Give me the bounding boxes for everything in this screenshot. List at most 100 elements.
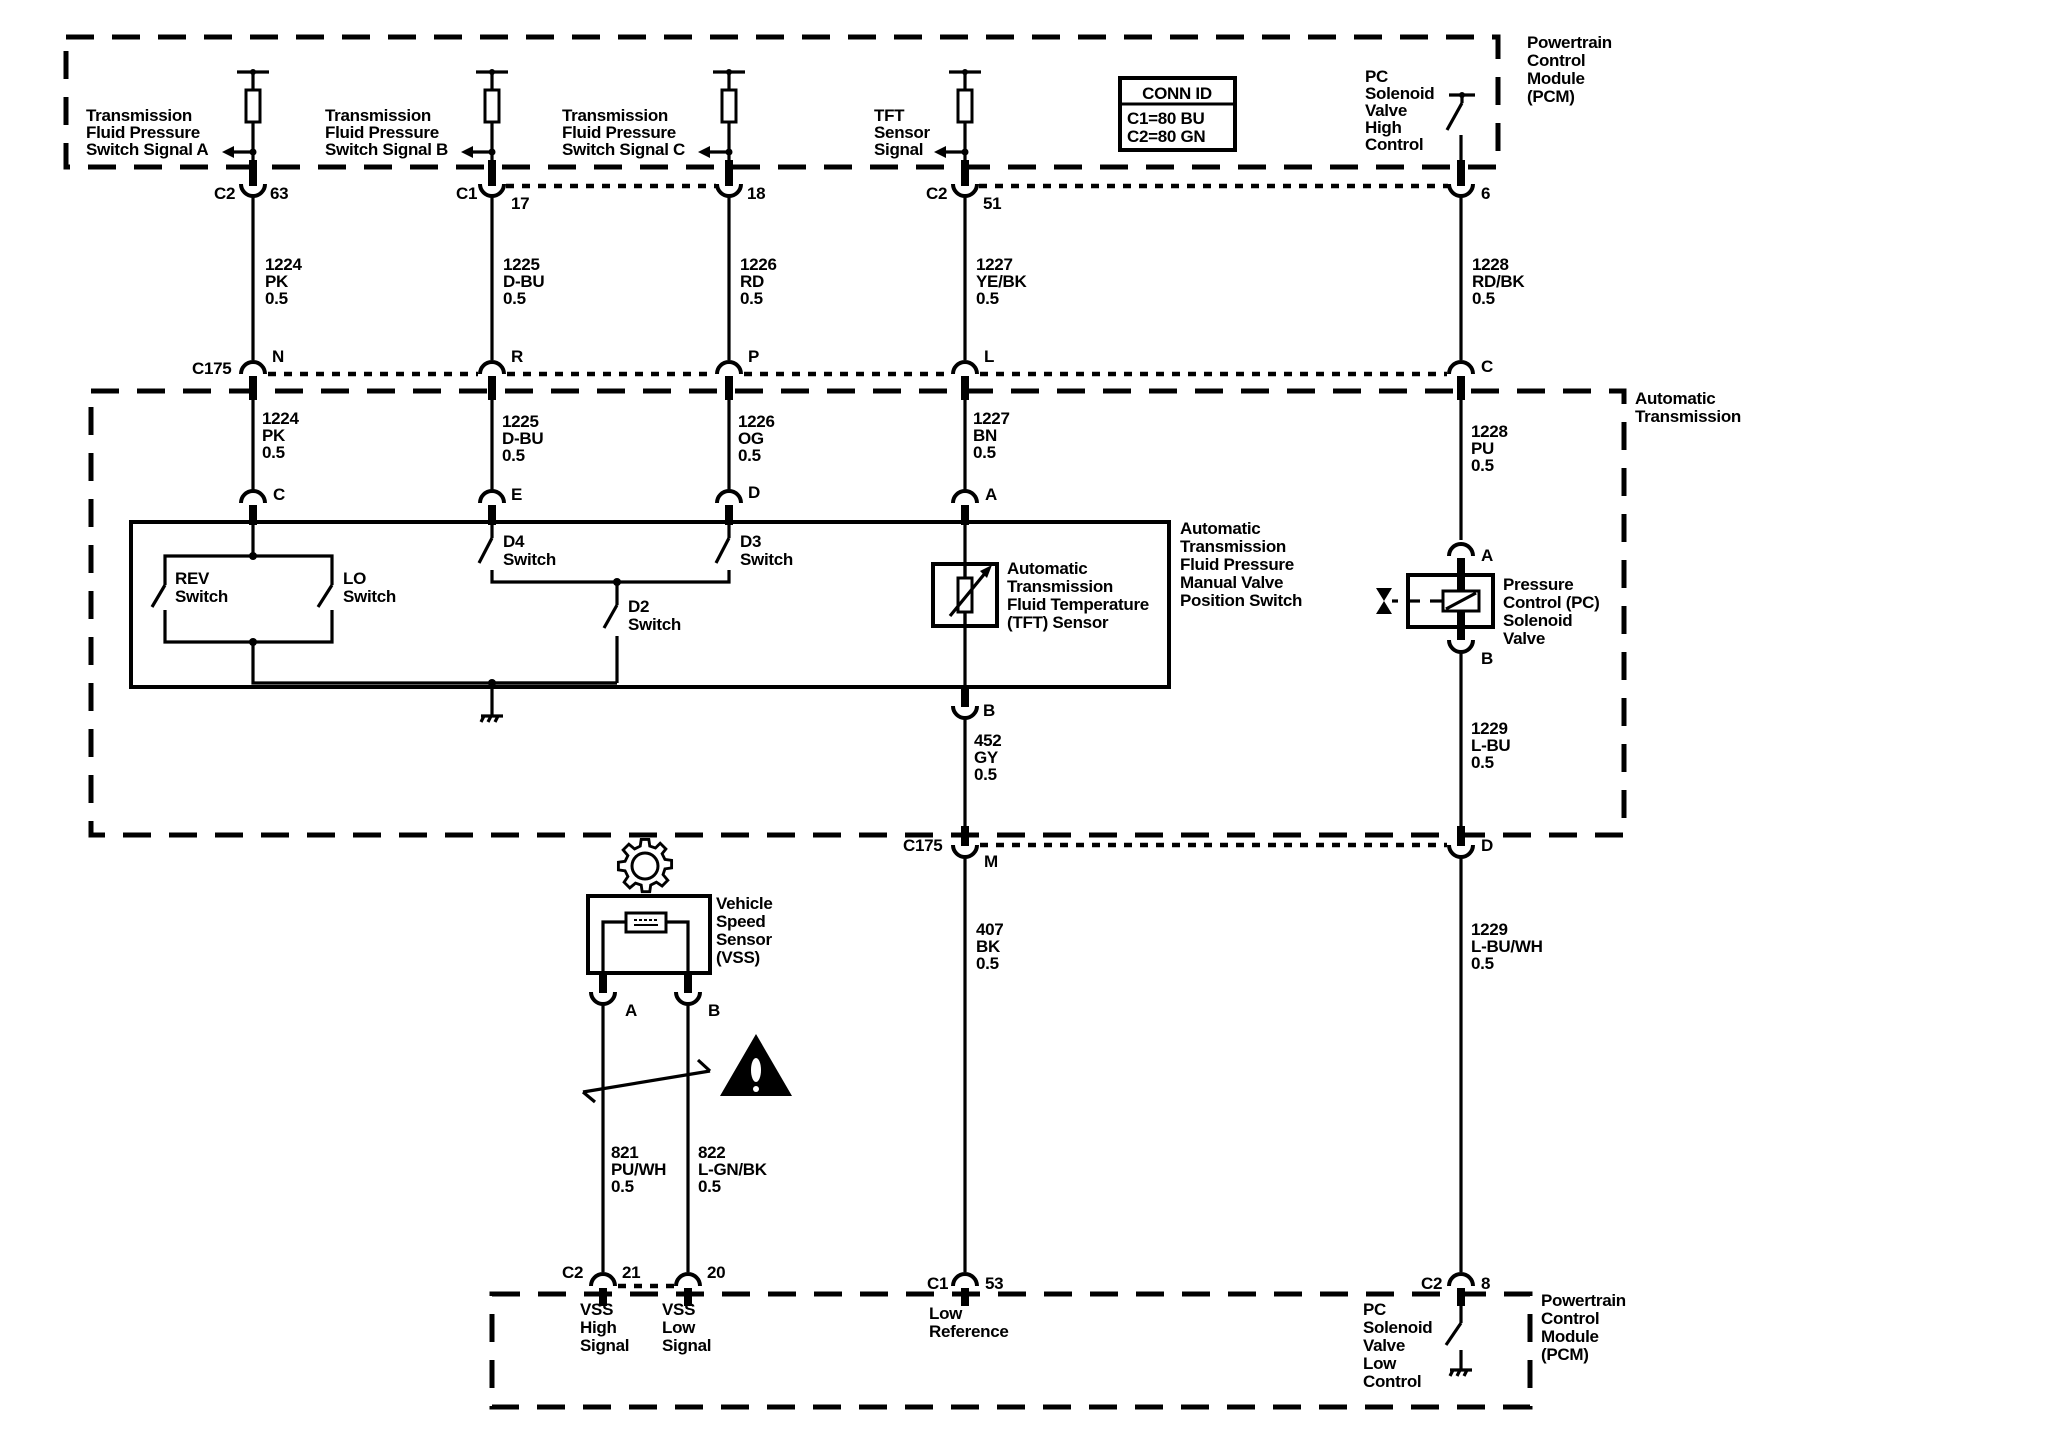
thermistor-icon <box>948 564 992 626</box>
manual-valve-label: Automatic Transmission Fluid Pressure Ma… <box>1180 519 1302 610</box>
pin-conn-pclow: C2 <box>1421 1274 1442 1293</box>
conn-id-line-1: C1=80 BU <box>1127 109 1204 128</box>
pin-w1: 63 <box>270 184 288 203</box>
pin-conn-vss-a: C2 <box>562 1263 583 1282</box>
pin-pclow-8: 8 <box>1481 1274 1490 1293</box>
pcm-bottom-label: Powertrain Control Module (PCM) <box>1541 1291 1630 1364</box>
pin-tft-a: A <box>985 485 997 504</box>
conn-id-title: CONN ID <box>1142 84 1212 103</box>
ground-icon <box>1448 1350 1472 1377</box>
signal-a-label: Transmission Fluid Pressure Switch Signa… <box>86 106 208 159</box>
pull-up-resistor-icon <box>222 69 269 166</box>
pin-pc-b: B <box>1481 649 1493 668</box>
pcm-bottom-module: Powertrain Control Module (PCM) <box>489 1291 1630 1410</box>
pin-vss-a-21: 21 <box>622 1263 640 1282</box>
pin-w2: 17 <box>511 194 529 213</box>
c175-upper-connector <box>239 360 1475 400</box>
pull-up-resistor-icon <box>461 69 508 166</box>
pcm-top-label: Powertrain Control Module (PCM) <box>1527 33 1616 106</box>
pin-switch-e: E <box>511 485 522 504</box>
conn-id-line-2: C2=80 GN <box>1127 127 1205 146</box>
tft-sensor-label: Automatic Transmission Fluid Temperature… <box>1007 559 1153 632</box>
c175-pin-r: R <box>511 347 523 366</box>
signal-c-label: Transmission Fluid Pressure Switch Signa… <box>562 106 685 159</box>
pin-switch-d: D <box>748 483 760 502</box>
twisted-pair-icon <box>581 1058 712 1104</box>
tft-sensor <box>931 525 999 700</box>
c175-pin-p: P <box>748 347 759 366</box>
pin-switch-c: C <box>273 485 285 504</box>
pc-high-control-switch <box>1445 92 1475 166</box>
pin-w4: 51 <box>983 194 1001 213</box>
vss-high-signal-label: VSS High Signal <box>580 1300 629 1355</box>
pcm-top-module: Powertrain Control Module (PCM) <box>63 33 1616 170</box>
pc-high-control-label: PC Solenoid Valve High Control <box>1365 67 1439 154</box>
conn-id-box: CONN ID C1=80 BU C2=80 GN <box>1118 76 1237 152</box>
trans-wires <box>251 398 1463 540</box>
pin-conn-lowref: C1 <box>927 1274 948 1293</box>
pin-vss-b-20: 20 <box>707 1263 725 1282</box>
automatic-transmission-module: Automatic Transmission <box>88 388 1741 838</box>
vss-label: Vehicle Speed Sensor (VSS) <box>716 894 777 967</box>
signal-b-label: Transmission Fluid Pressure Switch Signa… <box>325 106 448 159</box>
c175-label-lower: C175 <box>903 836 942 855</box>
pin-conn-w2: C1 <box>456 184 477 203</box>
c175-pin-m: M <box>984 852 998 871</box>
solenoid-icon <box>1408 575 1481 627</box>
vss-low-signal-label: VSS Low Signal <box>662 1300 711 1355</box>
pin-w5: 6 <box>1481 184 1490 203</box>
pin-lowref-53: 53 <box>985 1274 1003 1293</box>
upper-wires <box>251 196 1463 360</box>
pin-vss-a: A <box>625 1001 637 1020</box>
pin-pc-a: A <box>1481 546 1493 565</box>
pin-conn-w4: C2 <box>926 184 947 203</box>
manual-valve-position-switch: Automatic Transmission Fluid Pressure Ma… <box>129 519 1302 689</box>
tft-signal-label: TFT Sensor Signal <box>874 106 934 159</box>
warning-icon <box>720 1034 792 1096</box>
c175-pin-c: C <box>1481 357 1493 376</box>
pin-tft-b: B <box>983 701 995 720</box>
pin-conn-w1: C2 <box>214 184 235 203</box>
low-reference-label: Low Reference <box>929 1304 1009 1341</box>
pull-up-resistor-icon <box>698 69 745 166</box>
ground-icon <box>479 683 503 723</box>
manual-valve-connectors <box>239 489 979 525</box>
gear-icon <box>616 838 674 894</box>
pc-solenoid-label: Pressure Control (PC) Solenoid Valve <box>1503 575 1604 648</box>
c175-pin-l: L <box>984 347 994 366</box>
pc-solenoid-valve <box>1376 542 1495 654</box>
vehicle-speed-sensor <box>586 838 712 1006</box>
auto-trans-label: Automatic Transmission <box>1635 389 1741 426</box>
pc-low-control-switch <box>1444 1306 1472 1377</box>
c175-pin-n: N <box>272 347 284 366</box>
pc-low-control-label: PC Solenoid Valve Low Control <box>1363 1300 1437 1391</box>
pcm-top-connectors <box>239 160 1475 198</box>
pull-up-resistors <box>222 69 981 166</box>
valve-icon <box>1376 588 1398 614</box>
pull-up-resistor-icon <box>934 69 981 166</box>
c175-pin-d: D <box>1481 836 1493 855</box>
c175-lower-connector <box>951 826 1475 859</box>
c175-label-upper: C175 <box>192 359 231 378</box>
pcm-bottom-connectors <box>589 1272 1475 1306</box>
